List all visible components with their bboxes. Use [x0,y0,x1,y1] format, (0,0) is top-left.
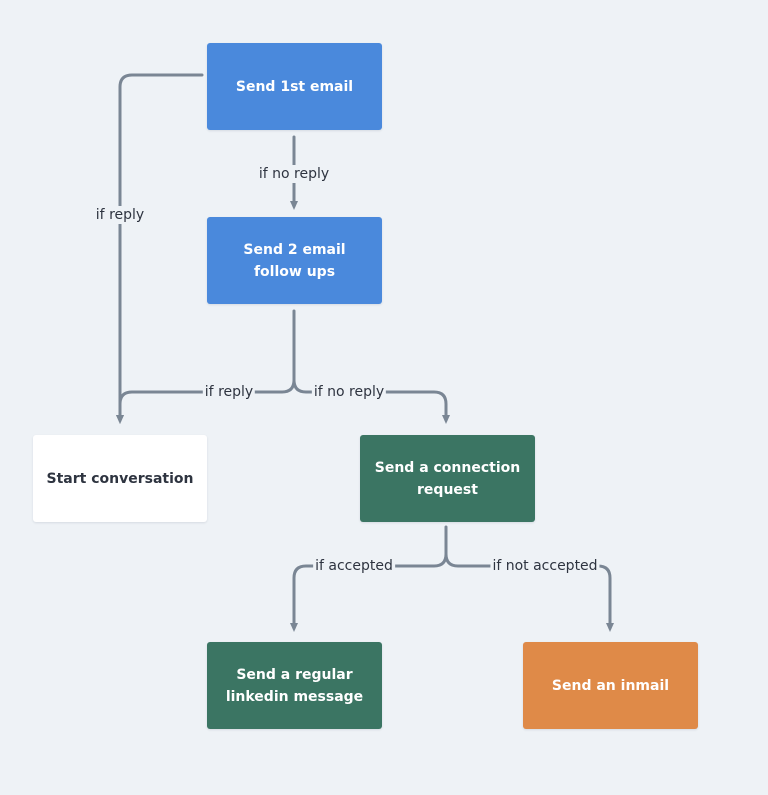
edge-label-connection-to-regular: if accepted [313,557,395,575]
node-label: Send a connection request [374,459,521,498]
node-send-regular-message[interactable]: Send a regular linkedin message [207,642,382,729]
edge-label-first-to-followups: if no reply [256,165,332,183]
node-label: Send 2 email follow ups [243,241,346,280]
node-label: Send a regular linkedin message [225,666,364,705]
edge-label-first-to-conversation: if reply [93,206,147,224]
connector-connection-to-regular [290,525,448,632]
connector-first-to-conversation [116,73,204,424]
node-send-first-email[interactable]: Send 1st email [207,43,382,130]
node-start-conversation[interactable]: Start conversation [33,435,207,522]
connector-followups-to-connection [292,378,450,424]
edge-label-followups-to-conversation: if reply [202,383,256,401]
node-label: Send 1st email [235,78,354,95]
node-send-connection-request[interactable]: Send a connection request [360,435,535,522]
node-label: Send an inmail [551,677,670,694]
node-send-follow-ups[interactable]: Send 2 email follow ups [207,217,382,304]
node-send-inmail[interactable]: Send an inmail [523,642,698,729]
connector-followups-stem [116,309,296,424]
node-label: Start conversation [46,470,194,487]
edge-label-connection-to-inmail: if not accepted [490,557,600,575]
edge-label-followups-to-connection: if no reply [311,383,387,401]
